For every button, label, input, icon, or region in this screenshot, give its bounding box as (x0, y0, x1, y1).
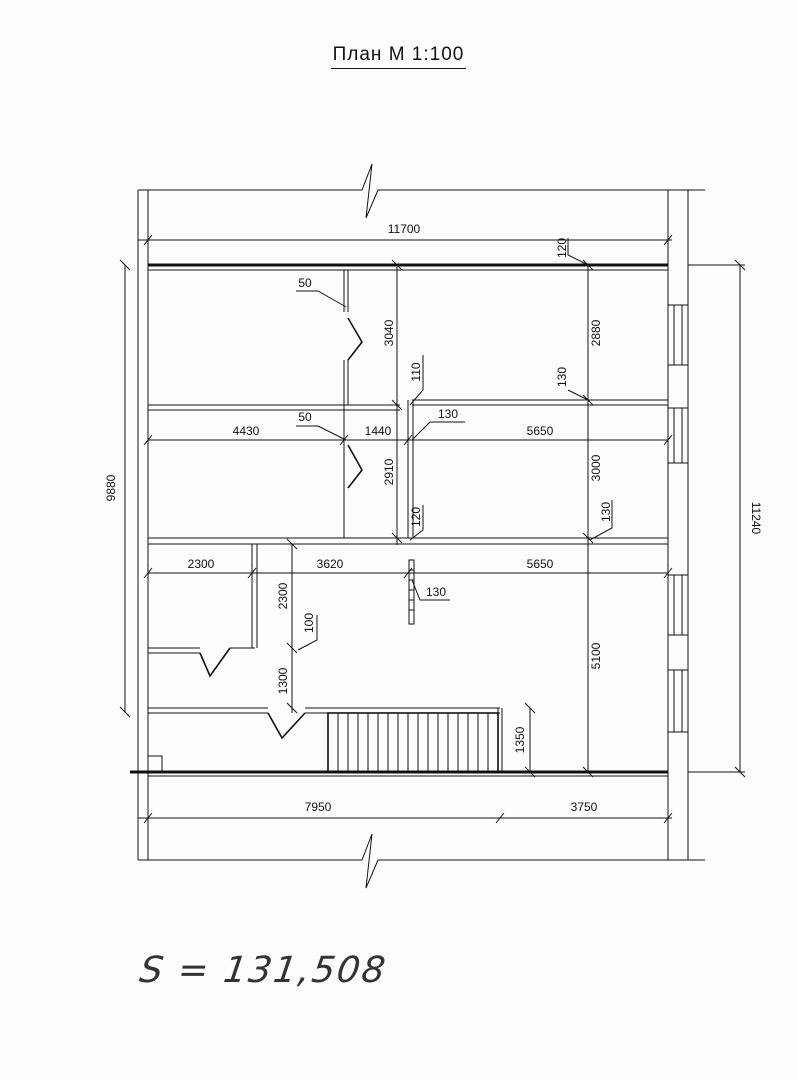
partition-b (407, 400, 414, 538)
dimline-col3 (286, 538, 298, 714)
window-4 (667, 669, 689, 733)
dim-width-5650-b: 5650 (527, 557, 554, 571)
window-1 (667, 304, 689, 366)
wall-row-2 (148, 537, 668, 545)
dim-height-2880: 2880 (589, 319, 603, 346)
dim-height-1300: 1300 (276, 667, 290, 694)
staircase (327, 712, 499, 773)
dimline-left (119, 259, 131, 718)
wall-row-1 (148, 399, 668, 411)
area-note: S = 131,508 (137, 950, 390, 991)
dim-width-1440: 1440 (365, 424, 392, 438)
dimline-row2 (143, 567, 673, 579)
dim-height-3040: 3040 (382, 319, 396, 346)
dim-width-4430: 4430 (233, 424, 260, 438)
dim-wall-100: 100 (302, 613, 316, 633)
partition-d-dashed (408, 559, 415, 625)
dim-overall-width: 11700 (388, 222, 421, 236)
dim-wall-130-c: 130 (599, 502, 613, 522)
leaders (296, 238, 613, 651)
dim-width-3750: 3750 (571, 800, 598, 814)
dim-top-wall: 120 (555, 238, 569, 258)
partition-c (251, 544, 258, 648)
door-2 (347, 444, 363, 489)
dim-wall-50-a: 50 (298, 276, 312, 290)
door-3 (199, 647, 231, 678)
dimline-col1 (391, 259, 403, 545)
dim-width-2300: 2300 (188, 557, 215, 571)
break-line-top (138, 163, 705, 219)
left-outer-wall (137, 190, 149, 860)
wall-row-3 (148, 647, 255, 654)
right-outer-wall (667, 190, 689, 860)
dim-height-2910: 2910 (382, 458, 396, 485)
dim-wall-120: 120 (409, 507, 423, 527)
partition-a (343, 270, 349, 538)
dimline-bottom (138, 812, 673, 824)
window-2 (667, 407, 689, 464)
dim-height-3000: 3000 (589, 454, 603, 481)
dim-height-2300: 2300 (276, 582, 290, 609)
plan-title: План М 1:100 (0, 44, 797, 69)
dim-wall-130-b: 130 (438, 407, 458, 421)
break-line-bottom (138, 833, 705, 889)
dim-width-7950: 7950 (305, 800, 332, 814)
dim-width-3620: 3620 (317, 557, 344, 571)
dim-wall-50-b: 50 (298, 410, 312, 424)
dim-right-total: 11240 (749, 502, 763, 535)
top-wall (148, 263, 668, 271)
dim-width-5650-a: 5650 (527, 424, 554, 438)
dim-height-1350: 1350 (513, 726, 527, 753)
window-3 (667, 574, 689, 636)
dimline-right (688, 259, 746, 778)
dimline-row1 (143, 434, 673, 446)
dim-left-total: 9880 (104, 474, 118, 501)
corner-box (147, 755, 163, 773)
dimline-top (138, 234, 673, 246)
door-1 (347, 317, 363, 361)
dim-wall-130-d: 130 (426, 585, 446, 599)
dimline-col4 (524, 702, 536, 778)
dim-wall-110: 110 (409, 362, 423, 381)
plan-title-text: План М 1:100 (330, 44, 467, 69)
dim-height-5100: 5100 (589, 642, 603, 669)
door-4 (267, 712, 306, 740)
dim-wall-130-a: 130 (555, 367, 569, 387)
